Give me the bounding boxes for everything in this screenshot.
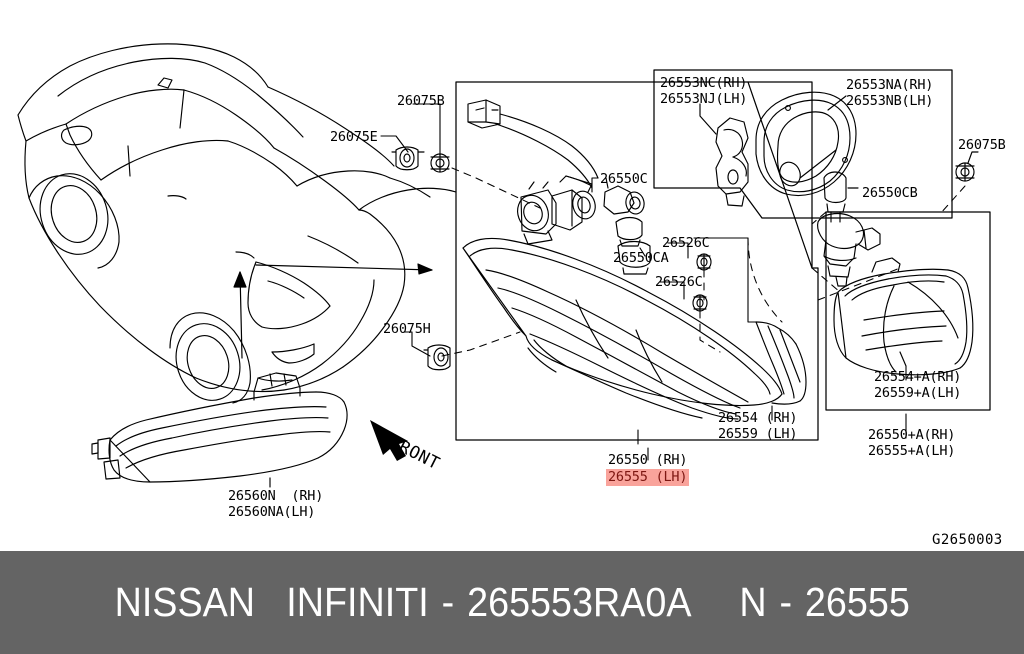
- grommet-26075e: [391, 146, 425, 171]
- footer-brand: NISSAN: [114, 579, 255, 625]
- lbl-26553na-line-2: 26553NB(LH): [846, 92, 934, 109]
- front-arrow: [370, 420, 408, 461]
- lbl-26550-rh: 26550 (RH)26555 (LH): [606, 452, 690, 486]
- lbl-26553nc-line-2: 26553NJ(LH): [660, 90, 748, 107]
- grommet-26075b-left: [430, 153, 450, 173]
- wiring-harness: [467, 99, 599, 189]
- lbl-26553na-line-1: 26553NA(RH): [846, 77, 934, 93]
- bulb-socket-assembly: [517, 175, 651, 275]
- lbl-26550-rh-line-2: 26555 (LH): [606, 468, 690, 486]
- lbl-26550a-rh-line-1: 26550+A(RH): [868, 427, 956, 443]
- inner-lid-lamp: [833, 257, 974, 376]
- lbl-26550a-rh-line-2: 26555+A(LH): [868, 442, 956, 459]
- lbl-26526c-1-line-1: 26526C: [662, 235, 710, 251]
- lbl-26553na: 26553NA(RH)26553NB(LH): [846, 77, 934, 109]
- lbl-26550c: 26550C: [600, 171, 648, 188]
- lbl-26526c-1: 26526C: [662, 235, 710, 252]
- lbl-26075e: 26075E: [330, 129, 378, 146]
- lbl-26075e-line-1: 26075E: [330, 129, 378, 145]
- lbl-26550cb: 26550CB: [862, 185, 918, 202]
- lbl-26075b-left: 26075B: [397, 93, 445, 110]
- footer-dash-1: -: [441, 579, 455, 625]
- drawing-number: G2650003: [932, 532, 1003, 548]
- inner-lamp-box: [825, 211, 991, 411]
- lbl-26550a-rh: 26550+A(RH)26555+A(LH): [868, 427, 956, 459]
- lbl-26550-rh-highlight: 26555 (LH): [606, 468, 690, 486]
- footer-catalog-number: 26555: [804, 579, 910, 625]
- lbl-26554a-rh-line-1: 26554+A(RH): [874, 369, 962, 385]
- lamp-bracket-part: [715, 117, 749, 207]
- lbl-26526c-2: 26526C: [655, 274, 703, 291]
- leader-bracket: [699, 103, 717, 135]
- footer-bar: NISSAN INFINITI - 265553RA0A N - 26555: [0, 551, 1024, 654]
- lbl-26075b-right-line-1: 26075B: [958, 137, 1006, 153]
- lbl-26075b-left-line-1: 26075B: [397, 93, 445, 109]
- leader-dashed-lines: [441, 167, 966, 357]
- footer-caption: NISSAN INFINITI - 265553RA0A N - 26555: [114, 579, 909, 626]
- lbl-26550ca: 26550CA: [613, 250, 669, 267]
- footer-make: INFINITI: [286, 579, 429, 625]
- lbl-26553nc: 26553NC(RH)26553NJ(LH): [660, 75, 748, 107]
- lbl-26554-rh-line-1: 26554 (RH): [718, 410, 798, 426]
- vehicle-illustration: [17, 43, 457, 404]
- lbl-26075b-right: 26075B: [958, 137, 1006, 154]
- lbl-26560n-line-1: 26560N (RH): [228, 488, 324, 504]
- leader-car-to-lamp: [255, 264, 433, 271]
- leader-26075b-right: [967, 151, 979, 164]
- screw-26526c-1: [696, 253, 712, 271]
- lbl-26075h-line-1: 26075H: [383, 321, 431, 337]
- footer-catalog-prefix: N: [739, 579, 767, 625]
- lbl-26554a-rh: 26554+A(RH)26559+A(LH): [874, 369, 962, 401]
- lbl-26554-rh: 26554 (RH)26559 (LH): [718, 410, 798, 442]
- grommet-26075h: [423, 344, 451, 371]
- lbl-26553nc-line-1: 26553NC(RH): [660, 75, 748, 91]
- bulb-socket-right: [817, 213, 881, 287]
- footer-part-number: 265553RA0A: [466, 579, 692, 625]
- lbl-26526c-2-line-1: 26526C: [655, 274, 703, 290]
- footer-dash-2: -: [779, 579, 792, 625]
- lamp-housing-part: [755, 91, 857, 197]
- lbl-26560n-line-2: 26560NA(LH): [228, 503, 316, 520]
- main-assembly-box: [455, 81, 819, 441]
- lbl-26554-rh-line-2: 26559 (LH): [718, 425, 798, 442]
- lbl-26554a-rh-line-2: 26559+A(LH): [874, 384, 962, 401]
- leader-inner-lamp: [899, 351, 907, 367]
- lbl-26550-rh-line-1: 26550 (RH): [608, 452, 688, 468]
- lbl-26550cb-line-1: 26550CB: [862, 185, 918, 201]
- lbl-26075h: 26075H: [383, 321, 431, 338]
- lbl-26560n: 26560N (RH)26560NA(LH): [228, 488, 324, 520]
- bracket-box: [653, 69, 953, 219]
- tail-lamp-lens: [462, 237, 807, 420]
- leader-lamp-housing: [827, 95, 847, 111]
- grommet-26075b-right: [955, 162, 975, 182]
- lbl-26550c-line-1: 26550C: [600, 171, 648, 187]
- lbl-26550ca-line-1: 26550CA: [613, 250, 669, 266]
- screw-26526c-2: [692, 294, 708, 312]
- rear-reflector-part: [91, 372, 348, 483]
